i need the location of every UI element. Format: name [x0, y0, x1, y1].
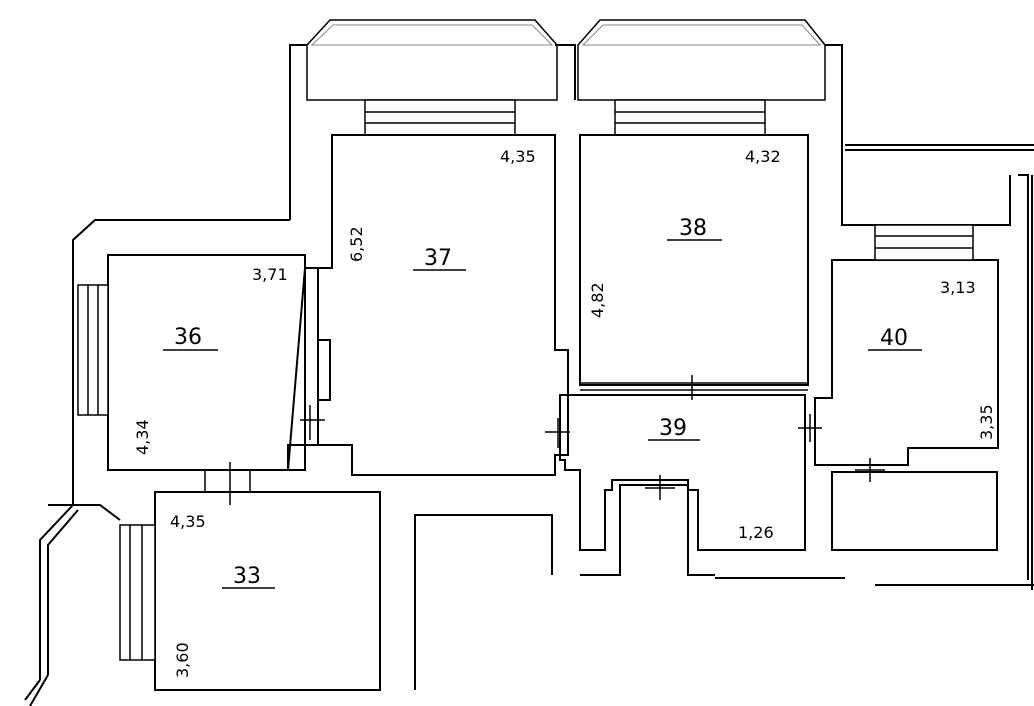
room-39	[545, 394, 806, 551]
bay-window-left	[306, 19, 558, 136]
room-label-33: 33	[222, 564, 275, 589]
dim-36-height: 4,34	[133, 419, 152, 455]
svg-text:40: 40	[880, 326, 908, 351]
outer-walls	[24, 44, 1034, 706]
dim-36-width: 3,71	[252, 265, 288, 284]
dim-39-width: 1,26	[738, 523, 774, 542]
dim-33-height: 3,60	[173, 642, 192, 678]
svg-text:39: 39	[659, 416, 687, 441]
room-36	[77, 254, 325, 471]
svg-text:33: 33	[233, 564, 261, 589]
dim-40-height: 3,35	[977, 404, 996, 440]
room-label-38: 38	[667, 216, 722, 241]
room-label-40: 40	[868, 326, 922, 351]
dim-37-height: 6,52	[347, 226, 366, 262]
svg-text:36: 36	[174, 325, 202, 350]
dim-38-width: 4,32	[745, 147, 781, 166]
room-label-37: 37	[413, 246, 466, 271]
dim-37-width: 4,35	[500, 147, 536, 166]
svg-text:38: 38	[679, 216, 707, 241]
room-label-36: 36	[163, 325, 218, 351]
bay-window-right	[577, 19, 826, 136]
room-33	[119, 462, 381, 691]
dim-33-width: 4,35	[170, 512, 206, 531]
dim-40-width: 3,13	[940, 278, 976, 297]
room-40	[798, 224, 999, 551]
svg-text:37: 37	[424, 246, 452, 271]
room-label-39: 39	[648, 416, 700, 441]
room-38	[579, 134, 809, 400]
room-37	[317, 134, 569, 476]
dim-38-height: 4,82	[588, 282, 607, 318]
